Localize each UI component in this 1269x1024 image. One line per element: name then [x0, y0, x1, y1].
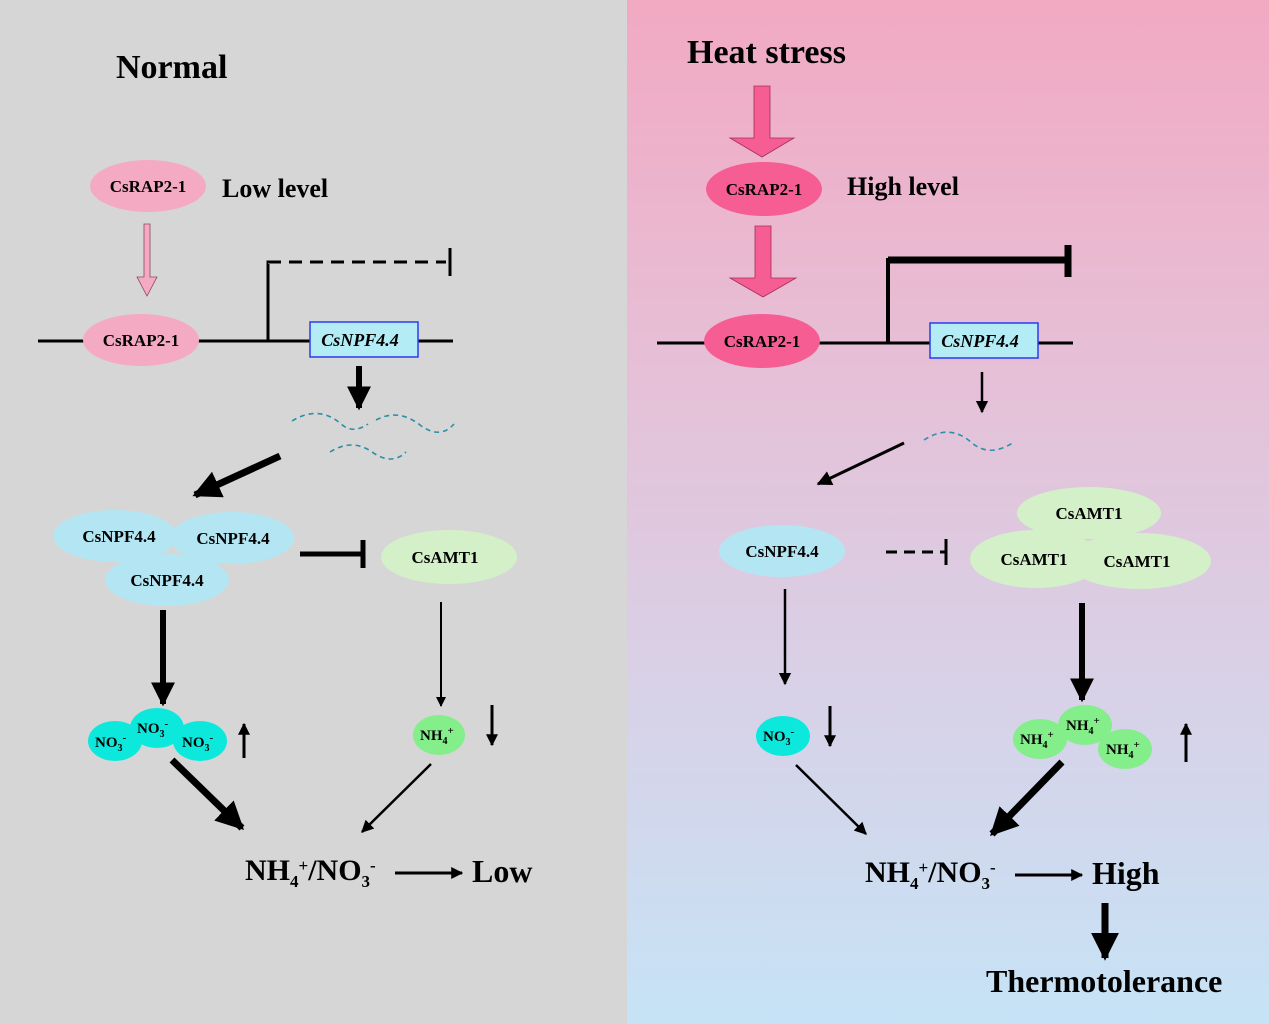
nh4-ion-node [413, 715, 465, 755]
mrna-icon [923, 431, 1015, 452]
csnpf4-4-protein-node [719, 525, 845, 577]
svg-text:NH4+: NH4+ [1106, 739, 1140, 761]
csamt1-label: CsAMT1 [411, 548, 478, 567]
ratio-label: NH4+/NO3- [245, 854, 376, 891]
csamt1-label: CsAMT1 [1103, 552, 1170, 571]
csrap2-1-label: CsRAP2-1 [110, 177, 187, 196]
pink-thick-arrow-icon [728, 225, 798, 298]
nh4-to-ratio-arrow-icon [989, 759, 1065, 837]
nh4-to-ratio-arrow-icon [361, 763, 432, 833]
low-level-label: Low level [222, 174, 328, 203]
nh4-labels: NH4+ NH4+ NH4+ [1020, 715, 1140, 761]
csamt1-protein-node [1067, 533, 1211, 589]
translation-arrow-icon [816, 441, 905, 486]
svg-text:NO3-: NO3- [137, 718, 169, 740]
nh4-ion-node [1058, 705, 1112, 745]
thermotolerance-label: Thermotolerance [986, 963, 1222, 999]
csrap2-1-bound-node [83, 314, 199, 366]
csnpf4-4-label: CsNPF4.4 [745, 542, 819, 561]
no3-ion-node [756, 716, 810, 756]
svg-text:NH4+: NH4+ [1066, 715, 1100, 737]
csrap2-1-bound-label: CsRAP2-1 [724, 332, 801, 351]
csamt1-protein-node [970, 530, 1102, 588]
pink-thin-arrow-icon [136, 223, 158, 297]
svg-text:NH4+: NH4+ [1020, 729, 1054, 751]
mrna-icon [291, 412, 455, 460]
csnpf4-4-gene-box [309, 321, 419, 358]
gene-label: CsNPF4.4 [321, 330, 399, 350]
translation-arrow-icon [192, 452, 282, 499]
ratio-label: NH4+/NO3- [865, 856, 996, 893]
no3-ion-node [88, 721, 142, 761]
nh4-ion-node [1098, 729, 1152, 769]
csrap2-1-bound-label: CsRAP2-1 [103, 331, 180, 350]
svg-text:NO3-: NO3- [182, 732, 214, 754]
csnpf4-4-label: CsNPF4.4 [130, 571, 204, 590]
no3-label: NO3- [763, 726, 795, 748]
csnpf4-4-protein-node [105, 554, 229, 606]
csrap2-1-high-node [706, 162, 822, 216]
heat-stress-title: Heat stress [687, 34, 846, 71]
high-level-label: High level [847, 172, 959, 201]
csnpf4-4-label: CsNPF4.4 [196, 529, 270, 548]
no3-labels: NO3- NO3- NO3- [95, 718, 214, 754]
nh4-ion-node [1013, 719, 1067, 759]
csamt1-label: CsAMT1 [1055, 504, 1122, 523]
csnpf4-4-protein-node [53, 510, 177, 562]
gene-label: CsNPF4.4 [941, 331, 1019, 351]
csnpf4-4-protein-node [170, 512, 294, 564]
csnpf4-4-gene-box [929, 322, 1039, 359]
nh4-label: NH4+ [420, 725, 454, 747]
csamt1-protein-node [381, 530, 517, 584]
no3-to-ratio-arrow-icon [169, 757, 245, 831]
normal-title: Normal [116, 49, 227, 86]
no3-to-ratio-arrow-icon [795, 764, 867, 835]
csrap2-1-low-node [90, 160, 206, 212]
no3-ion-node [173, 721, 227, 761]
heat-induction-arrow-icon [728, 85, 796, 158]
ratio-result-low: Low [472, 853, 532, 889]
csrap2-1-bound-node [704, 314, 820, 368]
csnpf4-4-label: CsNPF4.4 [82, 527, 156, 546]
ratio-result-high: High [1092, 855, 1160, 891]
csamt1-protein-node [1017, 487, 1161, 539]
no3-ion-node [130, 708, 184, 748]
svg-text:NO3-: NO3- [95, 732, 127, 754]
csamt1-label: CsAMT1 [1000, 550, 1067, 569]
csrap2-1-label: CsRAP2-1 [726, 180, 803, 199]
